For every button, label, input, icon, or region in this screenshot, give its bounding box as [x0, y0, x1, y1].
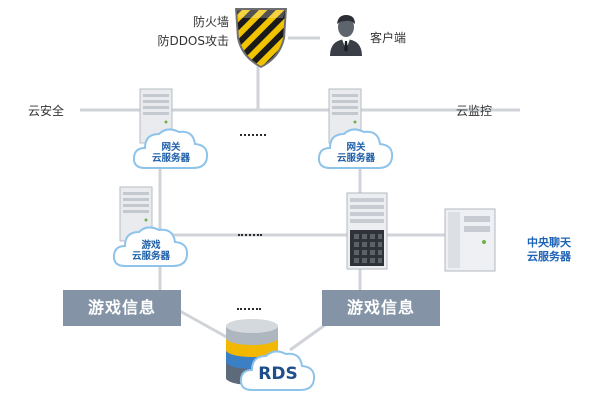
game-server-line1: 游戏 [141, 240, 161, 251]
gateway-right-line1: 网关 [346, 142, 366, 153]
dotted-separator [238, 234, 262, 238]
gateway-left-line2: 云服务器 [151, 153, 190, 164]
gateway-left-line1: 网关 [161, 142, 181, 153]
game-server-label: 游戏 云服务器 [121, 240, 181, 262]
gateway-left-label: 网关 云服务器 [141, 142, 201, 164]
firewall-label: 防火墙 [183, 14, 229, 30]
cloud-monitor-label: 云监控 [456, 104, 493, 118]
shield-icon [235, 8, 287, 68]
firewall-label-line1: 防火墙 [192, 15, 229, 29]
user-icon [330, 15, 362, 56]
cloud-icon [132, 128, 209, 169]
gateway-right-label: 网关 云服务器 [326, 142, 386, 164]
chat-server-icon [444, 208, 496, 272]
cloud-icon [112, 226, 189, 267]
rds-label: RDS [258, 364, 298, 384]
game-info-panel-right: 游戏信息 [322, 290, 440, 326]
central-server-icon [346, 192, 388, 270]
cloud-security-label: 云安全 [28, 104, 65, 118]
ddos-label: 防DDOS攻击 [147, 33, 229, 49]
firewall-label-line2: 防DDOS攻击 [157, 34, 229, 48]
chat-server-line2: 云服务器 [527, 250, 571, 263]
chat-server-label: 中央聊天 云服务器 [513, 236, 585, 264]
cloud-icon [317, 128, 394, 169]
dotted-separator [237, 308, 261, 312]
gateway-right-line2: 云服务器 [336, 153, 375, 164]
chat-server-line1: 中央聊天 [527, 236, 571, 249]
client-label: 客户端 [370, 31, 407, 45]
game-server-line2: 云服务器 [131, 251, 170, 262]
cloud-icon [239, 350, 316, 391]
game-info-panel-left: 游戏信息 [63, 290, 181, 326]
dotted-separator [240, 134, 266, 138]
